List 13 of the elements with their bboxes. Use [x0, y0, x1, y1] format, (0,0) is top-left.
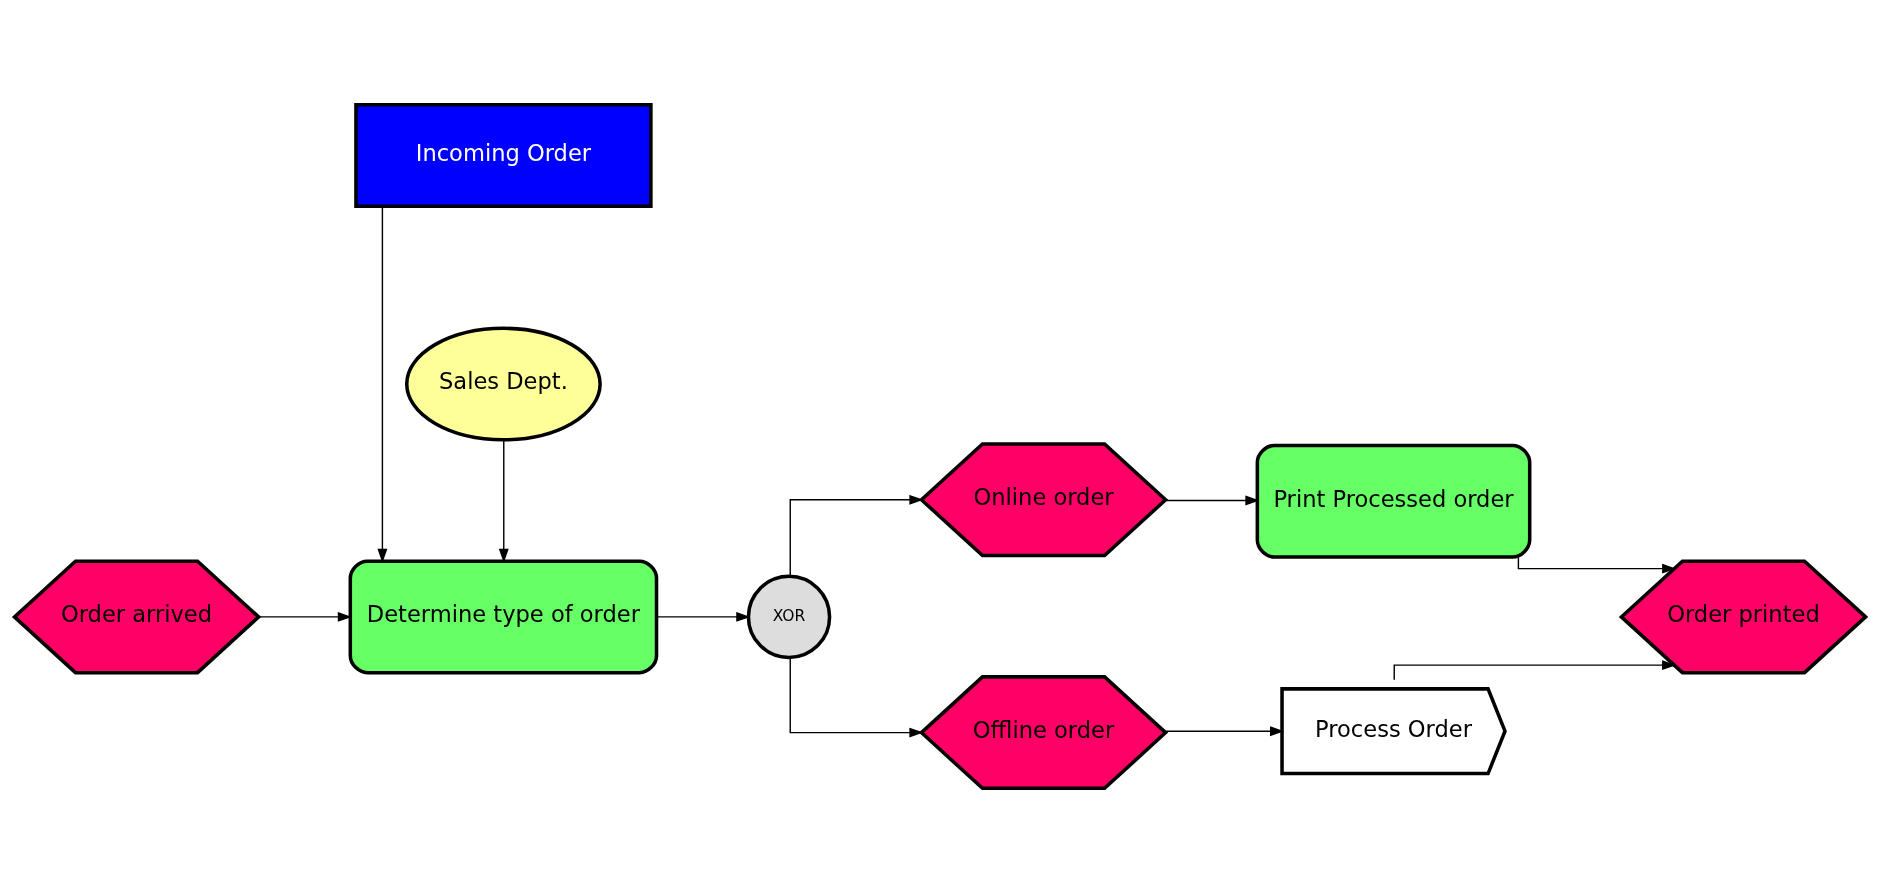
arrow — [1517, 556, 1677, 574]
node-box: Incoming Order — [354, 102, 653, 208]
arrow — [498, 438, 509, 563]
arrow — [1164, 495, 1260, 505]
arrow — [1163, 725, 1285, 736]
node-ellipse: Sales Dept. — [405, 326, 602, 442]
arrow — [789, 494, 924, 577]
node-box: Determine type of order — [348, 558, 659, 674]
arrow — [258, 611, 352, 622]
node-circle: XOR — [746, 574, 832, 659]
node-box: Print Processed order — [1255, 443, 1532, 559]
arrow — [377, 205, 388, 563]
arrow — [789, 656, 924, 738]
